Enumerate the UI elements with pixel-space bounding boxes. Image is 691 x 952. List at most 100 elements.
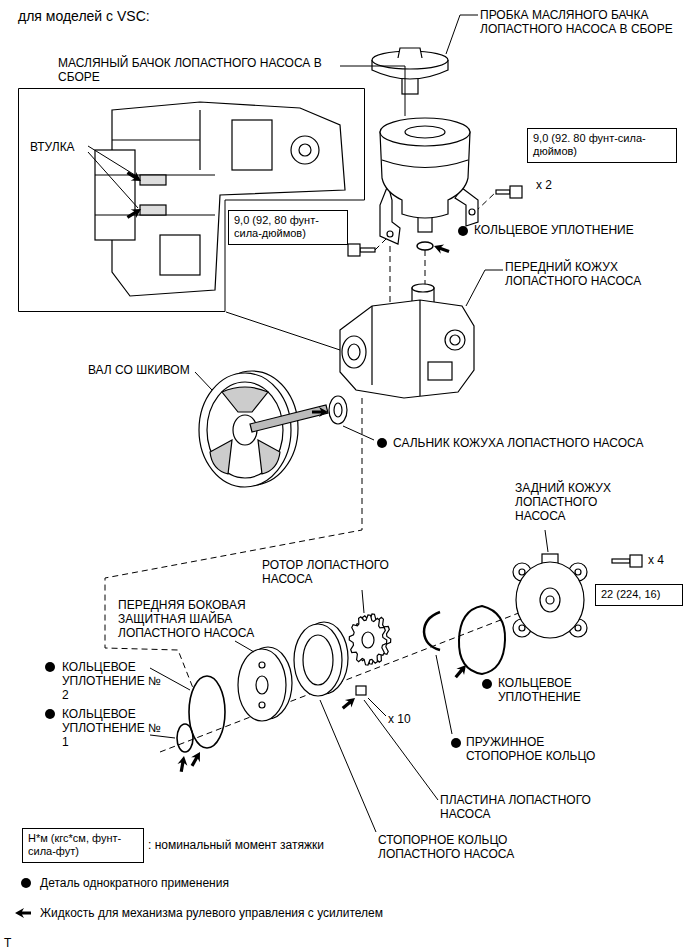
side-plate [259, 662, 265, 668]
figure-code: T [4, 936, 24, 950]
rear-housing [519, 625, 525, 631]
part-label: САЛЬНИК КОЖУХА ЛОПАСТНОГО НАСОСА [393, 436, 685, 450]
torque-box: 9,0 (92, 80 фунт-сила-дюймов) [228, 210, 348, 245]
legend-sample [15, 908, 31, 918]
inset-housing-section [160, 235, 200, 275]
pulley-shaft [250, 405, 328, 432]
fluid-arrow [452, 662, 470, 681]
housing-oil-seal [329, 396, 347, 424]
rear-o-ring [459, 606, 505, 674]
quantity: x 4 [648, 553, 686, 567]
single-use-dot [482, 679, 492, 689]
bolt [630, 555, 642, 567]
part-label: РОТОР ЛОПАСТНОГО НАСОСА [262, 558, 412, 586]
single-use-dot [451, 738, 461, 748]
housing-oil-seal [329, 396, 347, 424]
assembly-axis [390, 246, 391, 306]
torque-box: 9,0 (92. 80 фунт-сила-дюймов) [527, 128, 677, 163]
legend-note: : номинальный момент затяжки [148, 838, 368, 852]
rear-housing [546, 596, 554, 604]
bolt [612, 559, 630, 563]
inset-housing-section [291, 136, 319, 164]
vane-plate [356, 686, 366, 695]
rotor [362, 632, 374, 648]
pulley-shaft [222, 387, 268, 412]
leader-line [320, 700, 376, 832]
torque-value: 22 (224, 16) [601, 588, 677, 601]
fluid-arrow [312, 407, 328, 417]
rear-housing [516, 562, 584, 638]
front-housing [342, 336, 366, 368]
inset-housing-section [299, 144, 311, 156]
inset-housing-section [232, 120, 272, 170]
part-label: МАСЛЯНЫЙ БАЧОК ЛОПАСТНОГО НАСОСА В СБОРЕ [58, 56, 358, 84]
leader-line [436, 655, 452, 734]
part-label: ЗАДНИЙ КОЖУХ ЛОПАСТНОГО НАСОСА [515, 481, 633, 523]
o-ring [177, 676, 225, 752]
pulley-shaft [199, 373, 291, 487]
cam-ring [303, 635, 333, 685]
part-label: КОЛЬЦЕВОЕ УПЛОТНЕНИЕ № 1 [62, 707, 162, 749]
oil-reservoir [382, 160, 468, 168]
part-label: КОЛЬЦЕВОЕ УПЛОТНЕНИЕ [474, 223, 674, 237]
o-ring [177, 724, 193, 752]
quantity: x 2 [536, 178, 576, 192]
rear-o-ring [459, 606, 505, 674]
legend-text: Жидкость для механизма рулевого управлен… [40, 906, 383, 920]
front-housing [412, 284, 434, 292]
reservoir-cap [398, 48, 422, 58]
cam-ring [294, 624, 342, 696]
bolt [496, 190, 510, 194]
front-housing [348, 344, 360, 360]
torque-value: 9,0 (92, 80 фунт-сила-дюймов) [234, 214, 342, 240]
cam-ring [294, 622, 348, 696]
bolt [360, 248, 375, 252]
rear-housing [575, 569, 581, 575]
fluid-arrow [340, 694, 359, 712]
single-use-dot [45, 662, 55, 672]
o-ring [417, 242, 433, 250]
front-housing [450, 335, 460, 345]
pulley-shaft [210, 440, 232, 474]
leader-line [362, 590, 364, 613]
fluid-arrow [188, 750, 205, 769]
oil-reservoir [405, 126, 445, 138]
fluid-arrow [15, 908, 31, 918]
leader-line [343, 426, 374, 440]
pulley-shaft [207, 382, 283, 478]
leader-line [195, 372, 212, 390]
rear-housing [540, 588, 560, 612]
front-housing [340, 284, 474, 398]
front-housing [428, 362, 452, 380]
part-label: ПРУЖИННОЕ СТОПОРНОЕ КОЛЬЦО [466, 735, 606, 763]
unit-legend-box: Н*м (кгс*см, фунт-сила-фут) [22, 828, 144, 863]
torque-value: Н*м (кгс*см, фунт-сила-фут) [28, 832, 138, 858]
figure-title: для моделей с VSC: [18, 8, 150, 24]
legend-text: Деталь однократного применения [40, 876, 229, 890]
fluid-arrow [432, 241, 450, 256]
oil-reservoir [387, 231, 393, 237]
side-plate [238, 649, 286, 721]
housing-oil-seal [334, 403, 342, 417]
inset-frame: ВТУЛКА [18, 88, 365, 312]
part-label: КОЛЬЦЕВОЕ УПЛОТНЕНИЕ [498, 676, 610, 704]
front-housing [372, 300, 420, 396]
part-label: ПЕРЕДНИЙ КОЖУХ ЛОПАСТНОГО НАСОСА [505, 260, 680, 288]
oil-reservoir [380, 118, 470, 146]
snap-ring [424, 612, 440, 650]
part-label: ПЛАСТИНА ЛОПАСТНОГО НАСОСА [440, 793, 620, 821]
inset-housing-section [112, 102, 345, 296]
oil-reservoir [469, 209, 475, 215]
rotor [349, 615, 387, 665]
rotor [349, 614, 391, 665]
single-use-dot [45, 709, 55, 719]
single-use-dot [377, 438, 387, 448]
reservoir-cap [402, 78, 418, 94]
part-label: ПРОБКА МАСЛЯНОГО БАЧКА ЛОПАСТНОГО НАСОСА… [480, 8, 680, 36]
pulley-shaft [199, 371, 328, 487]
single-use-dot [458, 226, 468, 236]
bolt [348, 244, 360, 256]
o-ring [189, 676, 225, 748]
legend-sample [21, 878, 31, 888]
inset-housing-section [112, 110, 200, 170]
